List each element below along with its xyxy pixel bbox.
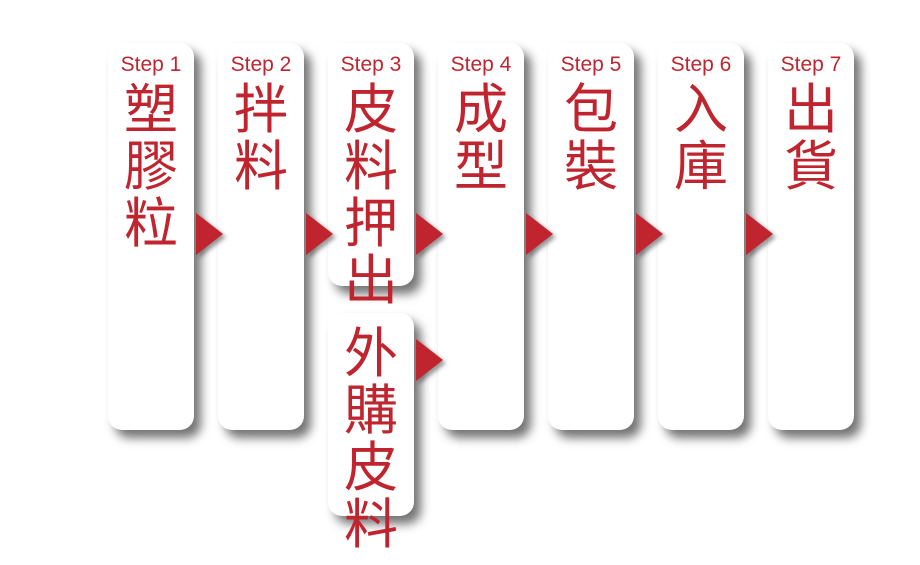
step-5-card: Step 5 包 裝	[548, 43, 634, 430]
arrow-step-5-to-6	[636, 213, 663, 255]
step-7-card: Step 7 出 貨	[768, 43, 854, 430]
step-7-text: 出 貨	[784, 78, 838, 198]
arrow-step-2-to-3	[306, 213, 333, 255]
alternate-source-card: 外 購 皮 料	[328, 313, 414, 553]
arrow-alternate-to-step-4	[416, 339, 443, 381]
step-3-label: Step 3	[340, 53, 402, 76]
step-6-card: Step 6 入 庫	[658, 43, 744, 430]
step-2-text: 拌 料	[234, 78, 288, 198]
arrow-step-3-to-4	[416, 213, 443, 255]
step-5-label: Step 5	[560, 53, 622, 76]
step-1-card: Step 1 塑 膠 粒	[108, 43, 194, 430]
arrow-step-6-to-7	[746, 213, 773, 255]
alternate-source-text: 外 購 皮 料	[344, 322, 398, 556]
step-5-text: 包 裝	[564, 78, 618, 198]
step-1-label: Step 1	[120, 53, 182, 76]
step-2-card: Step 2 拌 料	[218, 43, 304, 430]
arrow-step-4-to-5	[526, 213, 553, 255]
step-3-card: Step 3 皮 料 押 出	[328, 43, 414, 309]
step-4-card: Step 4 成 型	[438, 43, 524, 430]
step-7-label: Step 7	[780, 53, 842, 76]
step-4-label: Step 4	[450, 53, 512, 76]
arrow-step-1-to-2	[196, 213, 223, 255]
step-3-text: 皮 料 押 出	[344, 78, 398, 312]
step-4-text: 成 型	[454, 78, 508, 198]
step-6-text: 入 庫	[674, 78, 728, 198]
step-2-label: Step 2	[230, 53, 292, 76]
step-6-label: Step 6	[670, 53, 732, 76]
step-1-text: 塑 膠 粒	[124, 78, 178, 255]
